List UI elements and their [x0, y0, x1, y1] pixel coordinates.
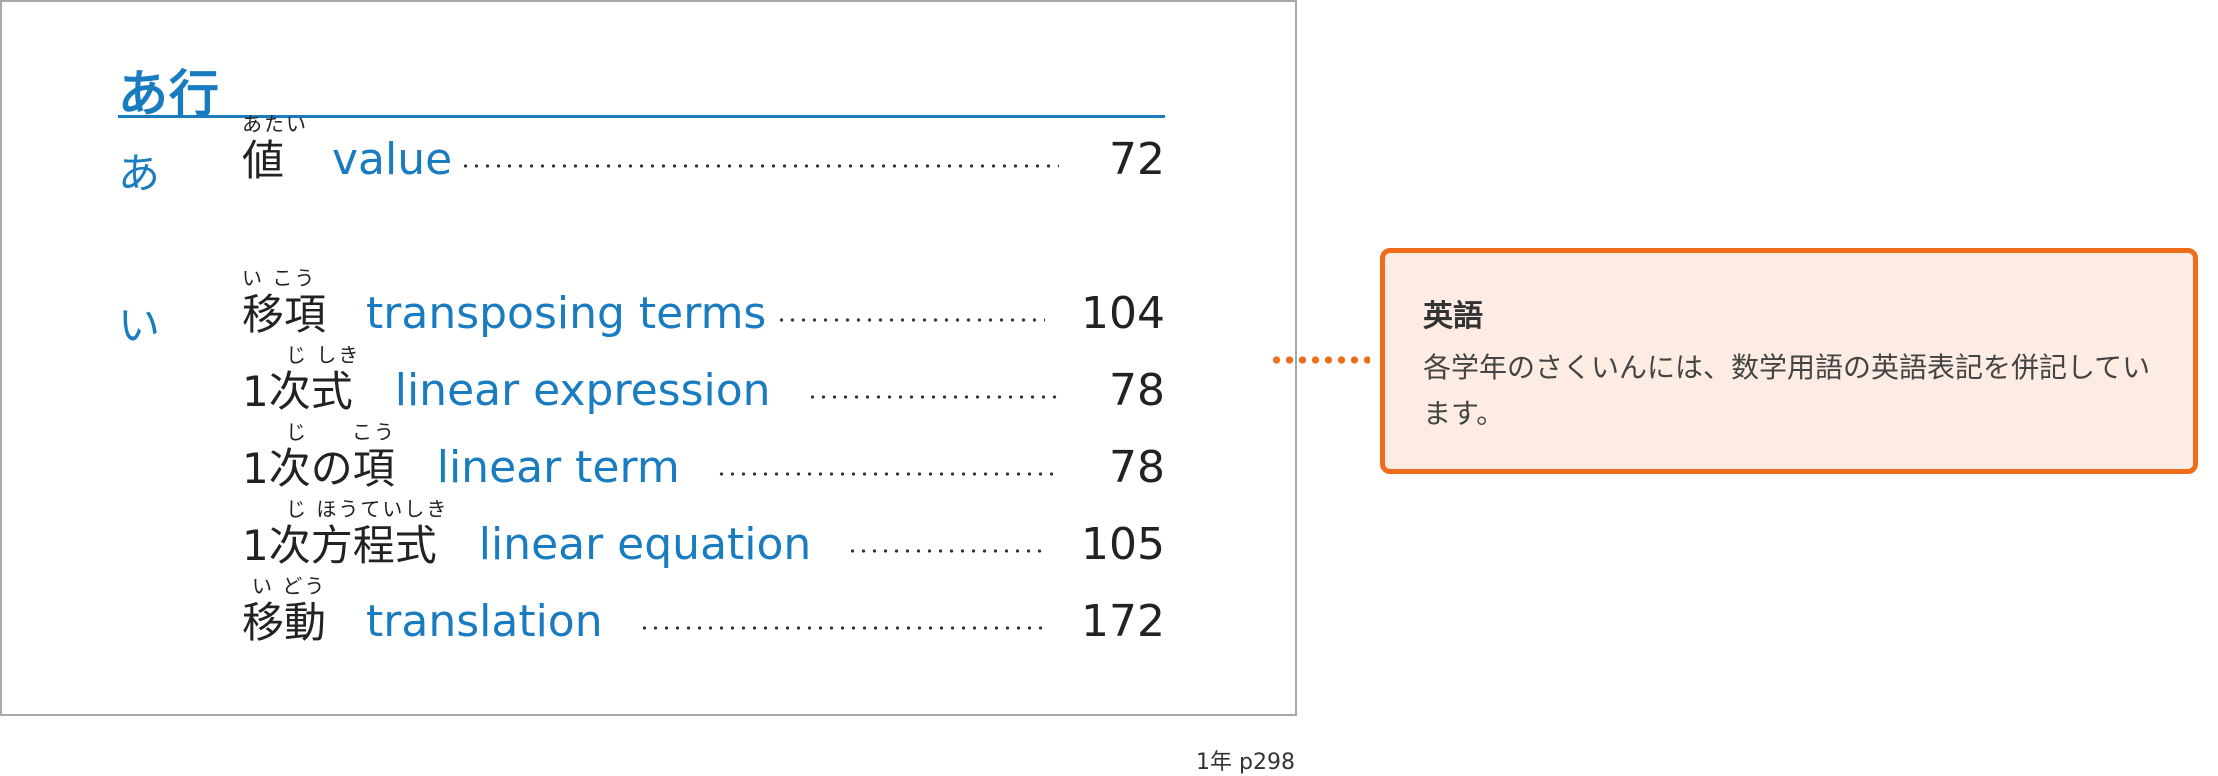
index-term: じ こう 1次の項	[242, 420, 396, 493]
leader-dots	[847, 549, 1046, 553]
index-entry: い どう 移動 translation 172	[242, 574, 1165, 652]
annotation-callout: 英語 各学年のさくいんには、数学用語の英語表記を併記しています。	[1380, 248, 2198, 474]
leader-dots	[776, 318, 1046, 322]
page-number: 78	[1109, 365, 1165, 416]
english-term: value	[332, 134, 453, 185]
furigana: い こう	[242, 266, 317, 290]
index-entry: じ こう 1次の項 linear term 78	[242, 420, 1165, 498]
section-title: あ行	[118, 65, 220, 123]
english-term: translation	[366, 596, 603, 647]
index-entry: じ しき 1次式 linear expression 78	[242, 343, 1165, 421]
index-term: い こう 移項	[242, 266, 327, 339]
section-title-rule	[118, 115, 1165, 118]
english-term: linear term	[436, 442, 680, 493]
callout-title: 英語	[1423, 299, 1483, 334]
furigana: い どう	[252, 574, 327, 598]
page-number: 72	[1109, 134, 1165, 185]
page-number: 78	[1109, 442, 1165, 493]
index-term: じ しき 1次式	[242, 343, 361, 416]
leader-dots	[638, 626, 1046, 630]
page-caption: 1年 p298	[1196, 750, 1295, 775]
page-number: 105	[1081, 519, 1165, 570]
callout-body: 各学年のさくいんには、数学用語の英語表記を併記しています。	[1423, 351, 2151, 430]
kana-heading-i: い	[118, 301, 161, 350]
english-term: linear equation	[478, 519, 812, 570]
kana-heading-a: あ	[118, 149, 161, 198]
leader-dots	[460, 164, 1059, 168]
index-term: じ ほうていしき 1次方程式	[242, 497, 449, 570]
furigana: じ しき	[286, 343, 361, 367]
index-term: あたい 値	[242, 112, 308, 185]
page-number: 172	[1081, 596, 1165, 647]
callout-connector	[1270, 356, 1370, 364]
index-entry: い こう 移項 transposing terms 104	[242, 266, 1165, 344]
index-entry: じ ほうていしき 1次方程式 linear equation 105	[242, 497, 1165, 575]
index-term: い どう 移動	[242, 574, 327, 647]
leader-dots	[806, 395, 1059, 399]
furigana: じ ほうていしき	[286, 497, 449, 521]
page-number: 104	[1081, 288, 1165, 339]
furigana: じ こう	[286, 420, 396, 444]
index-entry: あたい 値 value 72	[242, 112, 1165, 190]
leader-dots	[715, 472, 1059, 476]
furigana: あたい	[242, 112, 308, 136]
english-term: linear expression	[394, 365, 771, 416]
english-term: transposing terms	[366, 288, 767, 339]
index-page: あ行 あ あたい 値 value 72 い い こう 移項 transposin…	[0, 0, 1297, 716]
